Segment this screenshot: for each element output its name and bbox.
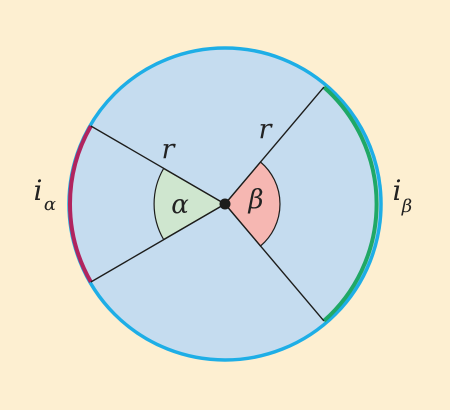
label-alpha: α (171, 190, 189, 220)
radius-upper-left (90, 125, 226, 205)
label-r-left: r (162, 134, 177, 165)
radius-lower-right (224, 203, 325, 322)
label-beta: β (247, 185, 263, 215)
label-r-right: r (259, 114, 274, 145)
radius-upper-right (224, 86, 325, 205)
label-arc-alpha-base: i (34, 174, 43, 207)
label-arc-beta-sub: β (401, 196, 412, 217)
radius-lower-left (90, 203, 226, 283)
sector-beta (224, 161, 281, 247)
label-arc-beta-base: i (393, 174, 402, 207)
arc-beta (322, 85, 379, 323)
arc-alpha (68, 125, 93, 283)
label-arc-alpha-sub: α (44, 194, 56, 215)
sector-alpha (153, 167, 227, 241)
center-point (219, 198, 231, 210)
